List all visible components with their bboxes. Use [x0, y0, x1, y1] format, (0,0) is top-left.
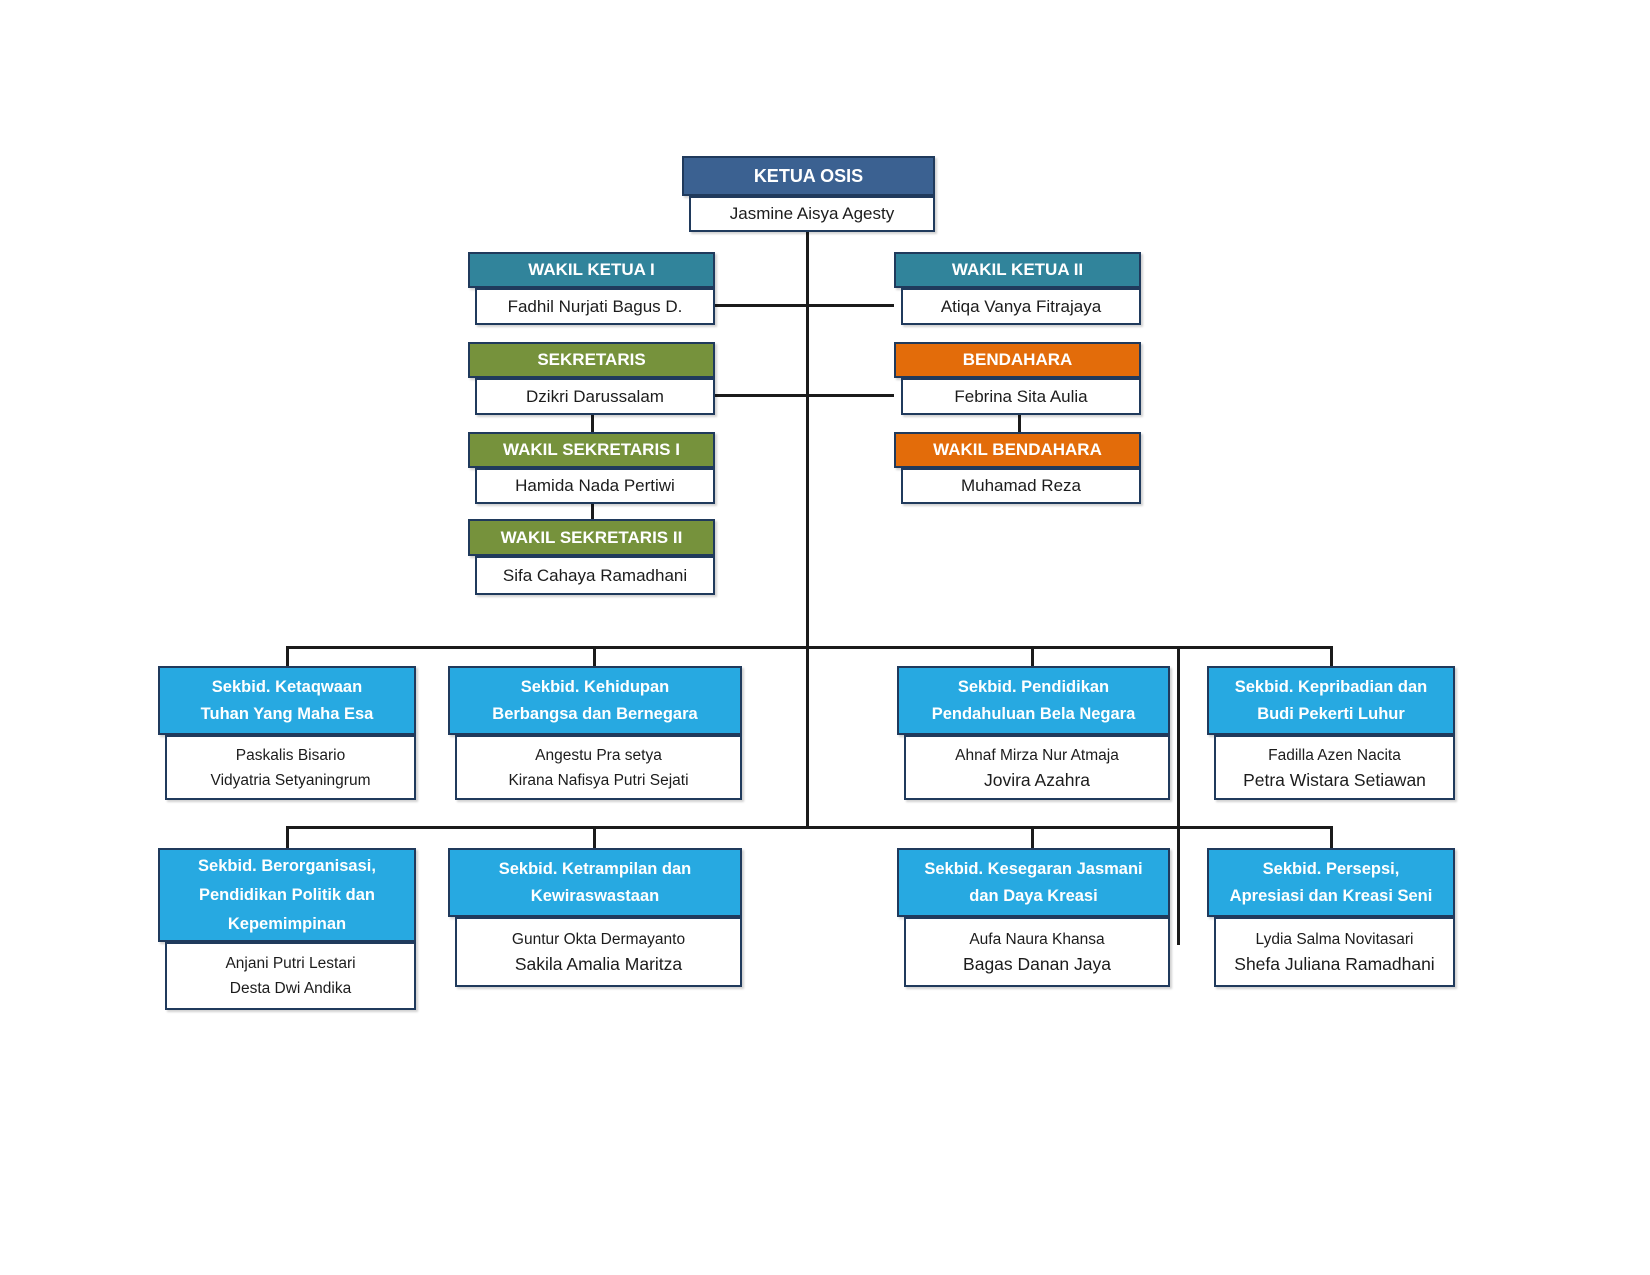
- connector-h-level3: [715, 394, 894, 397]
- node-name-box: Jasmine Aisya Agesty: [689, 196, 935, 232]
- node-wakil-bendahara: WAKIL BENDAHARA Muhamad Reza: [894, 432, 1141, 504]
- connector-h-row2: [286, 826, 1333, 829]
- member-name: Sifa Cahaya Ramadhani: [502, 565, 688, 585]
- node-name-box: Paskalis Bisario Vidyatria Setyaningrum: [165, 735, 416, 800]
- node-title: Sekbid. Persepsi, Apresiasi dan Kreasi S…: [1207, 848, 1455, 917]
- node-sekbid-pendidikan: Sekbid. Pendidikan Pendahuluan Bela Nega…: [897, 666, 1170, 800]
- member-name: Anjani Putri Lestari: [225, 955, 356, 972]
- member-name: Vidyatria Setyaningrum: [210, 771, 371, 789]
- member-name: Paskalis Bisario: [235, 746, 346, 764]
- node-sekbid-berorganisasi: Sekbid. Berorganisasi, Pendidikan Politi…: [158, 848, 416, 1010]
- node-title: Sekbid. Kepribadian dan Budi Pekerti Luh…: [1207, 666, 1455, 735]
- node-title: Sekbid. Berorganisasi, Pendidikan Politi…: [158, 848, 416, 942]
- node-title: WAKIL KETUA I: [468, 252, 715, 288]
- connector-trunk: [806, 232, 809, 829]
- member-name: Jovira Azahra: [983, 769, 1091, 790]
- member-name: Muhamad Reza: [960, 476, 1081, 495]
- connector-v-sekretaris: [591, 415, 594, 432]
- member-name: Petra Wistara Setiawan: [1243, 769, 1426, 790]
- node-title: Sekbid. Kehidupan Berbangsa dan Bernegar…: [448, 666, 742, 735]
- node-name-box: Dzikri Darussalam: [475, 378, 715, 415]
- node-title: WAKIL BENDAHARA: [894, 432, 1141, 468]
- node-name-box: Fadilla Azen Nacita Petra Wistara Setiaw…: [1214, 735, 1455, 800]
- node-sekretaris: SEKRETARIS Dzikri Darussalam: [468, 342, 715, 415]
- member-name: Lydia Salma Novitasari: [1255, 931, 1414, 948]
- node-title: KETUA OSIS: [682, 156, 935, 196]
- node-name-box: Hamida Nada Pertiwi: [475, 468, 715, 504]
- member-name: Shefa Juliana Ramadhani: [1234, 954, 1435, 974]
- member-name: Kirana Nafisya Putri Sejati: [508, 771, 689, 789]
- node-title: Sekbid. Ketaqwaan Tuhan Yang Maha Esa: [158, 666, 416, 735]
- connector-drop-row1-col4: [1330, 646, 1333, 666]
- node-name-box: Anjani Putri Lestari Desta Dwi Andika: [165, 942, 416, 1010]
- node-sekbid-persepsi: Sekbid. Persepsi, Apresiasi dan Kreasi S…: [1207, 848, 1455, 987]
- node-wakil-sekretaris-2: WAKIL SEKRETARIS II Sifa Cahaya Ramadhan…: [468, 519, 715, 595]
- connector-h-level2: [715, 304, 894, 307]
- member-name: Sakila Amalia Maritza: [514, 954, 683, 974]
- connector-drop-row2-col1: [286, 826, 289, 848]
- node-name-box: Fadhil Nurjati Bagus D.: [475, 288, 715, 325]
- node-name-box: Angestu Pra setya Kirana Nafisya Putri S…: [455, 735, 742, 800]
- node-ketua-osis: KETUA OSIS Jasmine Aisya Agesty: [682, 156, 935, 232]
- node-sekbid-kehidupan: Sekbid. Kehidupan Berbangsa dan Bernegar…: [448, 666, 742, 800]
- node-title: Sekbid. Pendidikan Pendahuluan Bela Nega…: [897, 666, 1170, 735]
- member-name: Angestu Pra setya: [535, 746, 662, 764]
- connector-drop-row1-col2: [593, 646, 596, 666]
- member-name: Fadhil Nurjati Bagus D.: [507, 296, 683, 316]
- node-title: WAKIL KETUA II: [894, 252, 1141, 288]
- node-title: Sekbid. Kesegaran Jasmani dan Daya Kreas…: [897, 848, 1170, 917]
- connector-drop-row1-col1: [286, 646, 289, 666]
- member-name: Guntur Okta Dermayanto: [511, 931, 686, 948]
- member-name: Fadilla Azen Nacita: [1268, 746, 1401, 764]
- node-name-box: Guntur Okta Dermayanto Sakila Amalia Mar…: [455, 917, 742, 987]
- node-sekbid-kepribadian: Sekbid. Kepribadian dan Budi Pekerti Luh…: [1207, 666, 1455, 800]
- connector-drop-row2-col2: [593, 826, 596, 848]
- member-name: Atiqa Vanya Fitrajaya: [940, 296, 1102, 316]
- connector-drop-row2-col4: [1330, 826, 1333, 848]
- member-name: Jasmine Aisya Agesty: [729, 204, 895, 223]
- member-name: Hamida Nada Pertiwi: [515, 476, 675, 495]
- node-name-box: Ahnaf Mirza Nur Atmaja Jovira Azahra: [904, 735, 1170, 800]
- member-name: Aufa Naura Khansa: [969, 931, 1105, 948]
- connector-drop-row1-col3: [1031, 646, 1034, 666]
- connector-v-bendahara: [1018, 415, 1021, 432]
- node-wakil-ketua-2: WAKIL KETUA II Atiqa Vanya Fitrajaya: [894, 252, 1141, 325]
- connector-h-row1: [286, 646, 1333, 649]
- member-name: Febrina Sita Aulia: [954, 386, 1088, 406]
- member-name: Desta Dwi Andika: [229, 980, 352, 997]
- node-name-box: Febrina Sita Aulia: [901, 378, 1141, 415]
- node-name-box: Aufa Naura Khansa Bagas Danan Jaya: [904, 917, 1170, 987]
- node-wakil-sekretaris-1: WAKIL SEKRETARIS I Hamida Nada Pertiwi: [468, 432, 715, 504]
- node-title: WAKIL SEKRETARIS I: [468, 432, 715, 468]
- connector-v-wakil-sekretaris: [591, 504, 594, 519]
- member-name: Ahnaf Mirza Nur Atmaja: [955, 746, 1119, 764]
- node-title: Sekbid. Ketrampilan dan Kewiraswastaan: [448, 848, 742, 917]
- connector-v-between-rows: [1177, 646, 1180, 945]
- node-bendahara: BENDAHARA Febrina Sita Aulia: [894, 342, 1141, 415]
- node-title: WAKIL SEKRETARIS II: [468, 519, 715, 556]
- node-sekbid-ketrampilan: Sekbid. Ketrampilan dan Kewiraswastaan G…: [448, 848, 742, 987]
- connector-drop-row2-col3: [1031, 826, 1034, 848]
- node-title: BENDAHARA: [894, 342, 1141, 378]
- node-title: SEKRETARIS: [468, 342, 715, 378]
- node-sekbid-kesegaran: Sekbid. Kesegaran Jasmani dan Daya Kreas…: [897, 848, 1170, 987]
- node-name-box: Muhamad Reza: [901, 468, 1141, 504]
- node-wakil-ketua-1: WAKIL KETUA I Fadhil Nurjati Bagus D.: [468, 252, 715, 325]
- member-name: Bagas Danan Jaya: [963, 954, 1111, 974]
- node-name-box: Lydia Salma Novitasari Shefa Juliana Ram…: [1214, 917, 1455, 987]
- node-name-box: Atiqa Vanya Fitrajaya: [901, 288, 1141, 325]
- node-sekbid-ketaqwaan: Sekbid. Ketaqwaan Tuhan Yang Maha Esa Pa…: [158, 666, 416, 800]
- node-name-box: Sifa Cahaya Ramadhani: [475, 556, 715, 595]
- member-name: Dzikri Darussalam: [526, 386, 664, 406]
